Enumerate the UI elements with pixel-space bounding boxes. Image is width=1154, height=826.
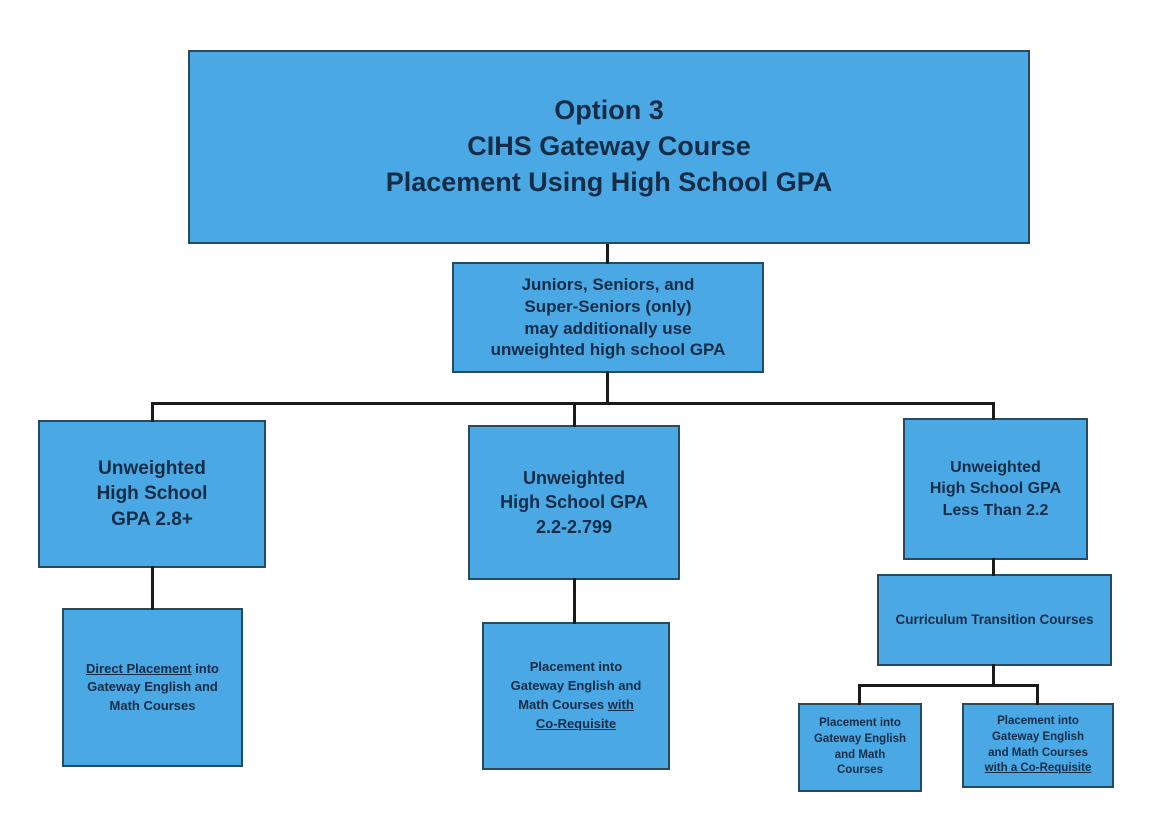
connector-line xyxy=(1036,684,1039,705)
connector-line xyxy=(573,402,576,427)
connector-line xyxy=(858,684,1039,687)
connector-line xyxy=(606,244,609,264)
connector-line xyxy=(858,684,861,705)
connector-line xyxy=(992,664,995,686)
connector-line xyxy=(573,578,576,624)
connector-line xyxy=(151,402,154,422)
connector-line xyxy=(992,558,995,576)
connector-line xyxy=(606,371,609,404)
connector-line xyxy=(992,402,995,420)
connector-line xyxy=(151,566,154,610)
curriculum-transition-courses-box: Curriculum Transition Courses xyxy=(877,574,1112,666)
